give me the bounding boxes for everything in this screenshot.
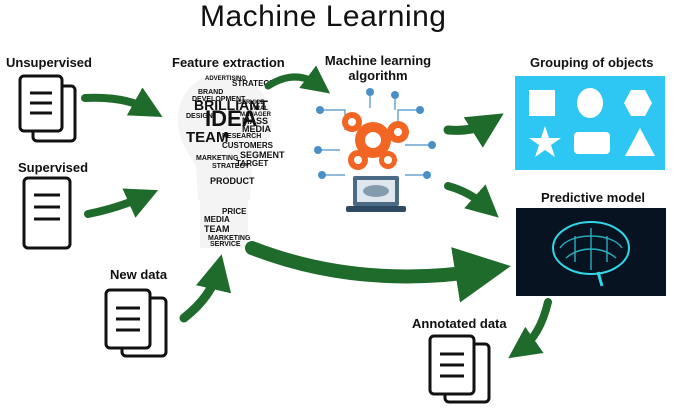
label-ml-algorithm-line1: Machine learning (324, 53, 432, 68)
bulb-word: IDEA (205, 106, 258, 131)
arrow-features-to-algorithm (264, 65, 331, 94)
label-feature-extraction: Feature extraction (172, 55, 285, 70)
arrow-unsupervised-to-features (81, 87, 163, 118)
idea-bulb-word-cloud: ADVERTISINGSTRATEGYBRANDDEVELOPMENTBRILL… (178, 74, 285, 248)
bulb-word: BRILLIANT (194, 97, 268, 113)
bulb-word: MARKETING (208, 235, 251, 242)
arrow-features-to-predictive (245, 241, 511, 303)
label-predictive-model: Predictive model (541, 190, 646, 205)
ml-algorithm-illustration (314, 88, 436, 212)
bulb-word: PRICE (222, 207, 247, 216)
bulb-word: CUSTOMERS (222, 141, 274, 150)
bulb-word: PRODUCT (210, 176, 255, 186)
bulb-word: VIRAL (250, 106, 268, 112)
label-ml-algorithm: Machine learning algorithm (318, 53, 438, 83)
bulb-word: BRAND (198, 89, 223, 96)
bulb-word: MEDIA (242, 124, 272, 134)
flow-arrows (81, 65, 552, 359)
supervised-document-icon (22, 176, 72, 250)
bulb-word: RESEARCH (222, 133, 261, 140)
predictive-model-brain-panel (516, 208, 666, 296)
bulb-word: MASS (242, 116, 268, 126)
grouping-of-objects-panel (515, 76, 665, 170)
arrow-algorithm-to-grouping (443, 113, 504, 148)
label-supervised: Supervised (18, 160, 89, 175)
bulb-word: TARGET (236, 159, 268, 168)
bulb-word: STRATEGY (232, 79, 276, 88)
arrow-algorithm-to-predictive (444, 182, 499, 218)
bulb-word: MARKETING (196, 155, 239, 162)
label-ml-algorithm-line2: algorithm (348, 68, 408, 83)
unsupervised-document-icon (18, 74, 77, 143)
bulb-word: SERVICE (210, 241, 241, 248)
bulb-word: TEAM (204, 224, 230, 234)
annotated-data-document-icon (428, 334, 491, 404)
bulb-word: DESIGN (186, 113, 213, 120)
bulb-word: TEAM (186, 129, 229, 146)
bulb-word: MEDIA (204, 215, 230, 224)
page-title: Machine Learning (200, 0, 447, 33)
label-new-data: New data (110, 267, 168, 282)
arrow-newdata-to-features (179, 254, 232, 323)
bulb-word: SEGMENT (240, 150, 285, 160)
label-unsupervised: Unsupervised (6, 55, 92, 70)
bulb-word: STRATEGY (212, 163, 250, 170)
bulb-word: DEVELOPMENT (192, 96, 246, 103)
bulb-word: MANAGER (240, 112, 272, 118)
new-data-document-icon (104, 288, 168, 358)
bulb-word: ADVERTISING (205, 76, 246, 82)
bulb-word: SERVICE (238, 100, 264, 106)
arrow-supervised-to-features (84, 188, 159, 218)
label-grouping-of-objects: Grouping of objects (530, 55, 654, 70)
arrow-predictive-to-annotated (508, 298, 552, 359)
label-annotated-data: Annotated data (412, 316, 507, 331)
